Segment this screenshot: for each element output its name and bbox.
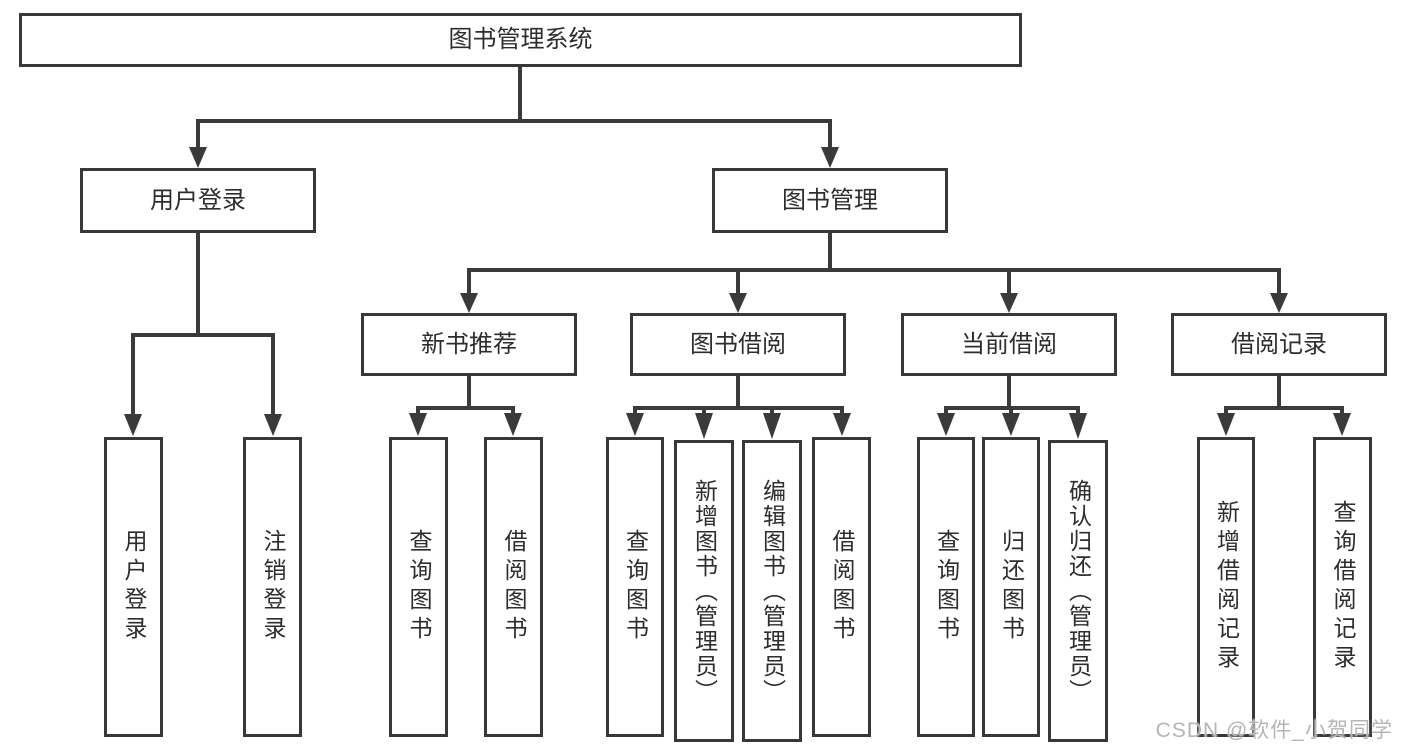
node-new-book-rec: 新书推荐 bbox=[361, 313, 577, 376]
leaf-confirm-return-admin: 确认归还（管理员） bbox=[1048, 440, 1108, 742]
watermark: CSDN @软件_小贺同学 bbox=[1155, 719, 1393, 742]
leaf-user-login-label: 用户登录 bbox=[121, 529, 147, 645]
leaf-logout: 注销登录 bbox=[243, 437, 302, 737]
leaf-borrow-books-newrec-label: 借阅图书 bbox=[501, 529, 527, 645]
leaf-confirm-return-admin-label: 确认归还（管理员） bbox=[1065, 478, 1092, 704]
leaf-query-books-newrec-label: 查询图书 bbox=[406, 529, 432, 645]
node-book-mgmt: 图书管理 bbox=[712, 168, 948, 233]
leaf-query-borrow-record: 查询借阅记录 bbox=[1313, 437, 1372, 737]
node-book-borrow: 图书借阅 bbox=[630, 313, 846, 376]
leaf-return-books: 归还图书 bbox=[982, 437, 1040, 737]
leaf-add-borrow-record-label: 新增借阅记录 bbox=[1213, 500, 1240, 674]
leaf-add-books-admin: 新增图书（管理员） bbox=[674, 440, 734, 742]
leaf-borrow-books-borrow-label: 借阅图书 bbox=[829, 529, 855, 645]
leaf-borrow-books-borrow: 借阅图书 bbox=[812, 437, 871, 737]
node-root: 图书管理系统 bbox=[19, 13, 1022, 67]
leaf-edit-books-admin: 编辑图书（管理员） bbox=[742, 440, 802, 742]
leaf-edit-books-admin-label: 编辑图书（管理员） bbox=[759, 478, 786, 704]
node-user-login: 用户登录 bbox=[80, 168, 316, 233]
leaf-return-books-label: 归还图书 bbox=[998, 529, 1025, 645]
node-current-borrow: 当前借阅 bbox=[901, 313, 1117, 376]
node-borrow-records: 借阅记录 bbox=[1171, 313, 1387, 376]
leaf-query-books-borrow: 查询图书 bbox=[606, 437, 664, 737]
leaf-add-borrow-record: 新增借阅记录 bbox=[1197, 437, 1255, 737]
leaf-query-books-current: 查询图书 bbox=[917, 437, 975, 737]
leaf-query-books-newrec: 查询图书 bbox=[389, 437, 448, 737]
leaf-query-borrow-record-label: 查询借阅记录 bbox=[1330, 500, 1356, 674]
leaf-user-login: 用户登录 bbox=[104, 437, 163, 737]
leaf-logout-label: 注销登录 bbox=[260, 529, 286, 645]
leaf-query-books-current-label: 查询图书 bbox=[933, 529, 960, 645]
leaf-borrow-books-newrec: 借阅图书 bbox=[484, 437, 543, 737]
leaf-add-books-admin-label: 新增图书（管理员） bbox=[691, 478, 718, 704]
leaf-query-books-borrow-label: 查询图书 bbox=[622, 529, 649, 645]
